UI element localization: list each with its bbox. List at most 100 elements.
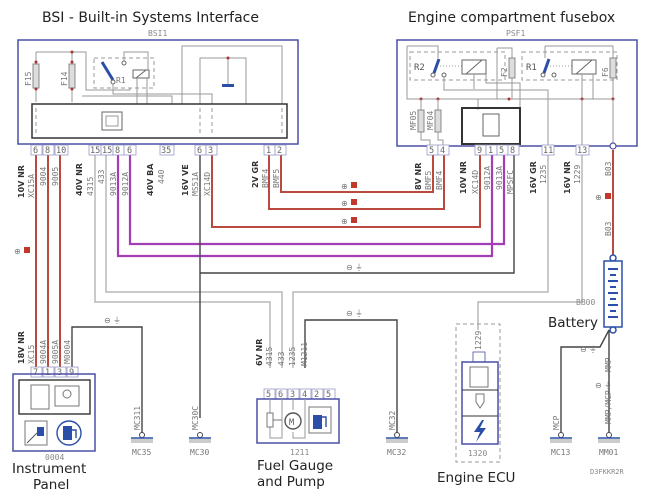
fusebox-chip-icon (482, 113, 500, 137)
wire-label: 9005 (51, 167, 60, 186)
fuse-mf05-icon (417, 109, 425, 133)
wire-label: MC30C (191, 406, 200, 430)
psf-connector-d: 13 16V NR 1229 (563, 144, 590, 194)
pin-label: 9 (69, 368, 74, 378)
pin-label: 6 (33, 146, 38, 156)
connector-label: 10V NR (17, 165, 26, 198)
instrument-panel-title: Instrument (12, 461, 86, 477)
psf-connector-e: B03 (604, 142, 617, 176)
positive-marker: ⊕ (341, 199, 348, 208)
negative-marker: ⊖ (580, 345, 587, 354)
relay-r1-housing-psf (521, 51, 618, 81)
wire-433 (105, 150, 283, 368)
relay-r1-switch-icon (100, 61, 115, 81)
wire-1229 (477, 150, 583, 330)
fuse-label-mf05: MF05 (409, 111, 418, 130)
pin-label: 5 (499, 146, 504, 156)
wire-4315 (94, 150, 271, 368)
psf-connector-c: 11 16V GR 1235 (529, 144, 555, 194)
wire-label: 433 (277, 351, 286, 366)
pin-label: 5 (326, 390, 331, 400)
relay-r1-psf-label: R1 (526, 63, 537, 73)
bsi-connector-d: 6 3 16V VE MS51A XC14D (181, 144, 218, 196)
pin-label: 7 (33, 368, 38, 378)
fusebox-module (461, 107, 521, 145)
ground-label: MM01 (599, 448, 618, 457)
wire-label: M1211 (300, 342, 309, 366)
psf-connector-b: 9 1 5 8 10V NR XC14D 9012A 9013A MPSFC (459, 144, 520, 194)
ground-marker-icon: ⏚ (589, 345, 597, 354)
wire-label: 1229 (573, 165, 582, 184)
sender-resistor-icon (266, 412, 274, 428)
pin-label: 10 (56, 146, 66, 156)
ground-label: MC35 (132, 448, 151, 457)
pin-label: 5 (429, 146, 434, 156)
ground-label: MC13 (551, 448, 570, 457)
fuel-gauge-border (256, 398, 340, 444)
ground-mc32: MC32 MC32 (386, 411, 408, 457)
negative-marker: ⊖ (346, 309, 353, 318)
pin-label: 2 (277, 146, 282, 156)
wire-label: B03 (604, 221, 613, 236)
ground-mc35: MC311 MC35 (131, 406, 153, 457)
instrument-panel-border (12, 373, 96, 452)
fuse-label-mf04: MF04 (426, 111, 435, 130)
connector-label: 40V NR (75, 163, 84, 196)
pin-label: 1 (45, 368, 50, 378)
engine-ecu-ref: 1320 (468, 449, 487, 458)
bsi-module (31, 103, 288, 139)
fuse-marker-icon (351, 182, 357, 188)
pin-label: 6 (127, 146, 132, 156)
injector-icon (475, 393, 485, 409)
fuse-label-f2: F2 (500, 67, 509, 77)
wire-label: 440 (157, 169, 166, 184)
engine-ecu-title: Engine ECU (437, 470, 515, 486)
pin-label: 15 (90, 146, 100, 156)
wire-1235 (292, 150, 549, 368)
polarity-markers: ⊕ ⊕ ⊕ ⊕ ⊕ ⊖ ⏚ ⊖ ⏚ ⊖ ⏚ ⊖ ⏚ ⊖ ⏚ (14, 182, 612, 390)
wire-label: 9005A (51, 340, 60, 364)
pin-label: 6 (278, 390, 283, 400)
wire-label: BMF5 (272, 169, 281, 188)
wire-label: BMF5 (424, 171, 433, 190)
battery-ref: BB00 (576, 298, 595, 307)
wire-label: BMF4 (261, 169, 270, 188)
connector-label: 40V BA (146, 163, 155, 196)
wire-label: MCP (552, 415, 561, 430)
positive-marker: ⊕ (595, 193, 602, 202)
pin-label: 2 (314, 390, 319, 400)
bsi-connector-c: 35 40V BA 440 (146, 144, 175, 196)
pin-label: 15 (102, 146, 112, 156)
ignition-icon (474, 420, 486, 442)
ground-points: MC311 MC35 MC30C MC30 MC32 MC32 MCP MC13 (131, 406, 620, 457)
fuel-gauge-title: and Pump (257, 474, 325, 490)
wire-label: 1235 (539, 165, 548, 184)
wire-label: 9012A (121, 172, 130, 196)
wire-m1211 (304, 319, 398, 433)
bsi-connector-a: 6 8 10 10V NR XC15A 9004 9005 (17, 144, 69, 198)
ground-mc30: MC30C MC30 (189, 406, 211, 457)
ip-chip-icon (30, 384, 50, 410)
fuse-label-f6: F6 (601, 67, 610, 77)
wire-bmf4 (268, 150, 445, 210)
ground-marker-icon: ⏚ (355, 309, 363, 318)
wire-label: MC32 (388, 411, 397, 430)
svg-text:M: M (289, 418, 294, 428)
pin-label: 5 (266, 390, 271, 400)
positive-marker: ⊕ (341, 217, 348, 226)
bsi-chip-icon (101, 111, 123, 131)
fuse-f6-icon (609, 57, 617, 79)
pin-label: 9 (477, 146, 482, 156)
ground-marker-icon: ⏚ (604, 381, 612, 390)
wire-label: 9013A (495, 166, 504, 190)
bsi-title: BSI - Built-in Systems Interface (42, 10, 259, 26)
ground-label: MC32 (387, 448, 406, 457)
connector-label: 8V NR (414, 163, 423, 190)
bsi-connector-b: 15 15 8 6 40V NR 4315 433 9013A 9012A (75, 144, 137, 196)
fuse-marker-icon (24, 247, 30, 253)
relay-r2-housing (409, 51, 506, 81)
connector-label: 6V NR (255, 339, 264, 366)
relay-r2-label: R2 (414, 63, 425, 73)
wire-label: MS51A (191, 172, 200, 196)
fuel-gauge-ref: 1211 (290, 448, 309, 457)
